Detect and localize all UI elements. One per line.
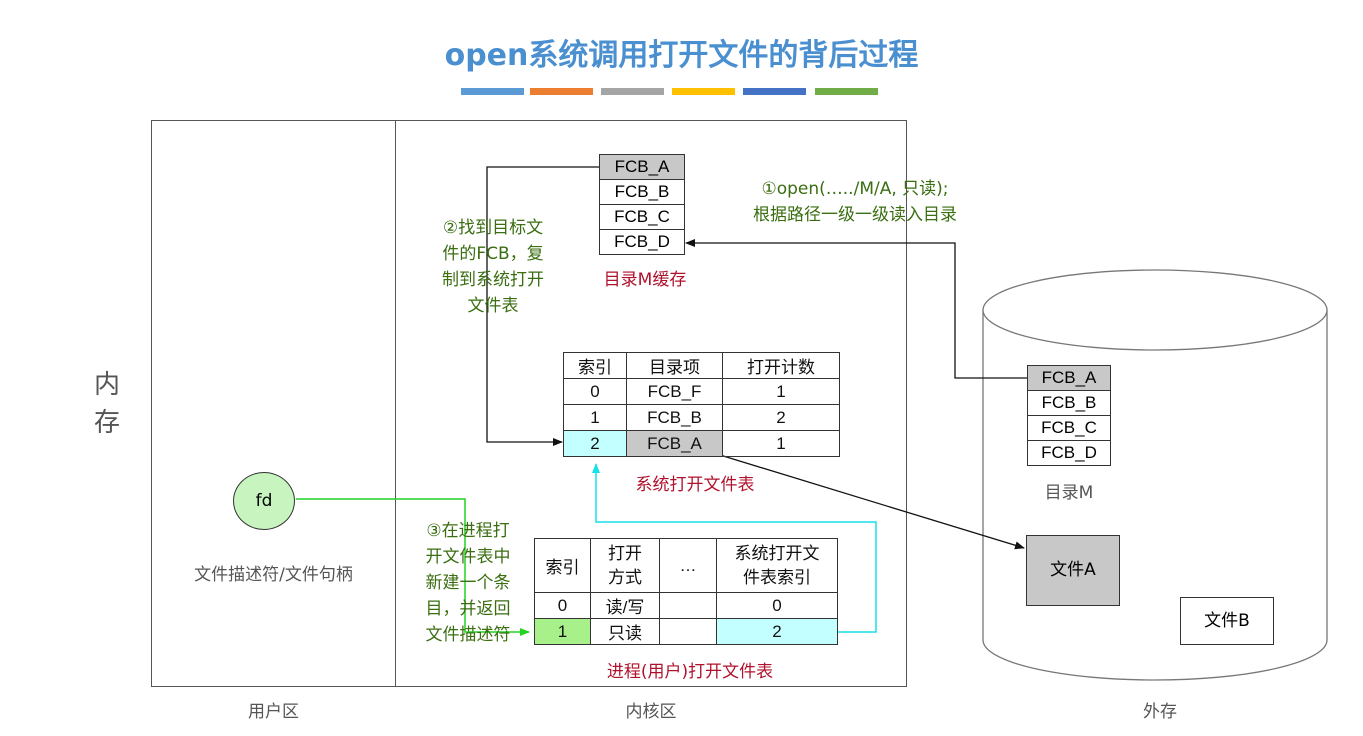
table-cell: 0 xyxy=(563,378,627,405)
step2-line: 件的FCB，复 xyxy=(442,244,544,264)
table-cell: 读/写 xyxy=(590,592,660,619)
color-bar xyxy=(672,88,735,95)
table-row: 0 读/写 0 xyxy=(534,592,838,619)
table-cell: FCB_B xyxy=(626,404,723,431)
step3-line: 目，并返回 xyxy=(425,599,511,619)
table-cell: 1 xyxy=(534,618,591,645)
step3-line: 开文件表中 xyxy=(425,547,511,567)
dir-cache-caption: 目录M缓存 xyxy=(603,270,687,290)
step3-note: ③在进程打 开文件表中 新建一个条 目，并返回 文件描述符 xyxy=(412,518,524,648)
disk-dir-entry: FCB_B xyxy=(1027,390,1111,416)
table-row: 0 FCB_F 1 xyxy=(563,378,840,405)
table-header: 索引 xyxy=(534,538,591,593)
kernel-region-label: 内核区 xyxy=(625,702,677,722)
external-storage-label: 外存 xyxy=(1143,702,1177,722)
file-b-box: 文件B xyxy=(1180,597,1274,645)
disk-dir-stack: FCB_A FCB_B FCB_C FCB_D xyxy=(1027,365,1111,466)
file-a-box: 文件A xyxy=(1026,535,1120,606)
table-header: 索引 xyxy=(563,352,627,379)
step3-line: ③在进程打 xyxy=(426,521,510,541)
disk-dir-caption: 目录M xyxy=(1044,483,1094,503)
disk-cylinder xyxy=(982,269,1328,681)
table-cell xyxy=(659,592,717,619)
color-bar xyxy=(530,88,593,95)
table-cell xyxy=(659,618,717,645)
table-cell: 1 xyxy=(563,404,627,431)
step1-line: 根据路径一级一级读入目录 xyxy=(753,205,957,225)
disk-dir-entry: FCB_C xyxy=(1027,415,1111,441)
copy-fcb-arrow xyxy=(486,166,599,446)
dir-cache-stack: FCB_A FCB_B FCB_C FCB_D xyxy=(599,154,685,255)
step2-line: 文件表 xyxy=(467,296,519,316)
system-table-caption: 系统打开文件表 xyxy=(635,475,755,495)
step3-line: 文件描述符 xyxy=(425,625,511,645)
index-link-arrow xyxy=(592,463,877,633)
disk-dir-entry: FCB_D xyxy=(1027,440,1111,466)
table-cell: 2 xyxy=(716,618,838,645)
step2-line: 制到系统打开 xyxy=(442,270,544,290)
step2-line: ②找到目标文 xyxy=(442,218,544,238)
table-cell: FCB_A xyxy=(626,430,723,457)
table-header: 打开计数 xyxy=(722,352,840,379)
fcb-to-file-arrow xyxy=(719,454,1025,550)
dir-cache-entry: FCB_A xyxy=(599,154,685,180)
dir-cache-entry: FCB_D xyxy=(599,229,685,255)
table-header: 目录项 xyxy=(626,352,723,379)
memory-label: 内存 xyxy=(93,370,120,438)
table-header: 系统打开文 件表索引 xyxy=(716,538,838,593)
step1-line: ①open(…../M/A, 只读); xyxy=(761,179,949,199)
kernel-region xyxy=(395,120,907,687)
table-row: 2 FCB_A 1 xyxy=(563,430,840,457)
color-bar xyxy=(743,88,806,95)
disk-dir-entry: FCB_A xyxy=(1027,365,1111,391)
table-header: … xyxy=(659,538,717,593)
step3-line: 新建一个条 xyxy=(425,573,511,593)
table-row: 1 只读 2 xyxy=(534,618,838,645)
table-cell: 1 xyxy=(722,378,840,405)
table-cell: FCB_F xyxy=(626,378,723,405)
dir-cache-entry: FCB_B xyxy=(599,179,685,205)
read-dir-arrow xyxy=(685,239,1027,379)
table-cell: 2 xyxy=(563,430,627,457)
table-header: 打开 方式 xyxy=(590,538,660,593)
dir-cache-entry: FCB_C xyxy=(599,204,685,230)
table-cell: 0 xyxy=(716,592,838,619)
file-descriptor-node: fd xyxy=(233,472,295,530)
color-bar xyxy=(461,88,524,95)
process-table-caption: 进程(用户)打开文件表 xyxy=(606,662,774,682)
fd-caption: 文件描述符/文件句柄 xyxy=(194,565,353,585)
table-cell: 1 xyxy=(722,430,840,457)
table-row: 1 FCB_B 2 xyxy=(563,404,840,431)
system-open-file-table: 索引 目录项 打开计数 0 FCB_F 1 1 FCB_B 2 2 FCB_A … xyxy=(563,352,840,457)
table-cell: 只读 xyxy=(590,618,660,645)
page-title: open系统调用打开文件的背后过程 xyxy=(444,38,919,73)
table-cell: 0 xyxy=(534,592,591,619)
user-region-label: 用户区 xyxy=(248,702,299,722)
step1-note: ①open(…../M/A, 只读); 根据路径一级一级读入目录 xyxy=(720,176,990,228)
table-cell: 2 xyxy=(722,404,840,431)
process-open-file-table: 索引 打开 方式 … 系统打开文 件表索引 0 读/写 0 1 只读 2 xyxy=(534,538,838,645)
color-bar xyxy=(601,88,664,95)
step2-note: ②找到目标文 件的FCB，复 制到系统打开 文件表 xyxy=(418,215,568,319)
color-bar xyxy=(815,88,878,95)
fd-link-arrow xyxy=(296,498,530,636)
